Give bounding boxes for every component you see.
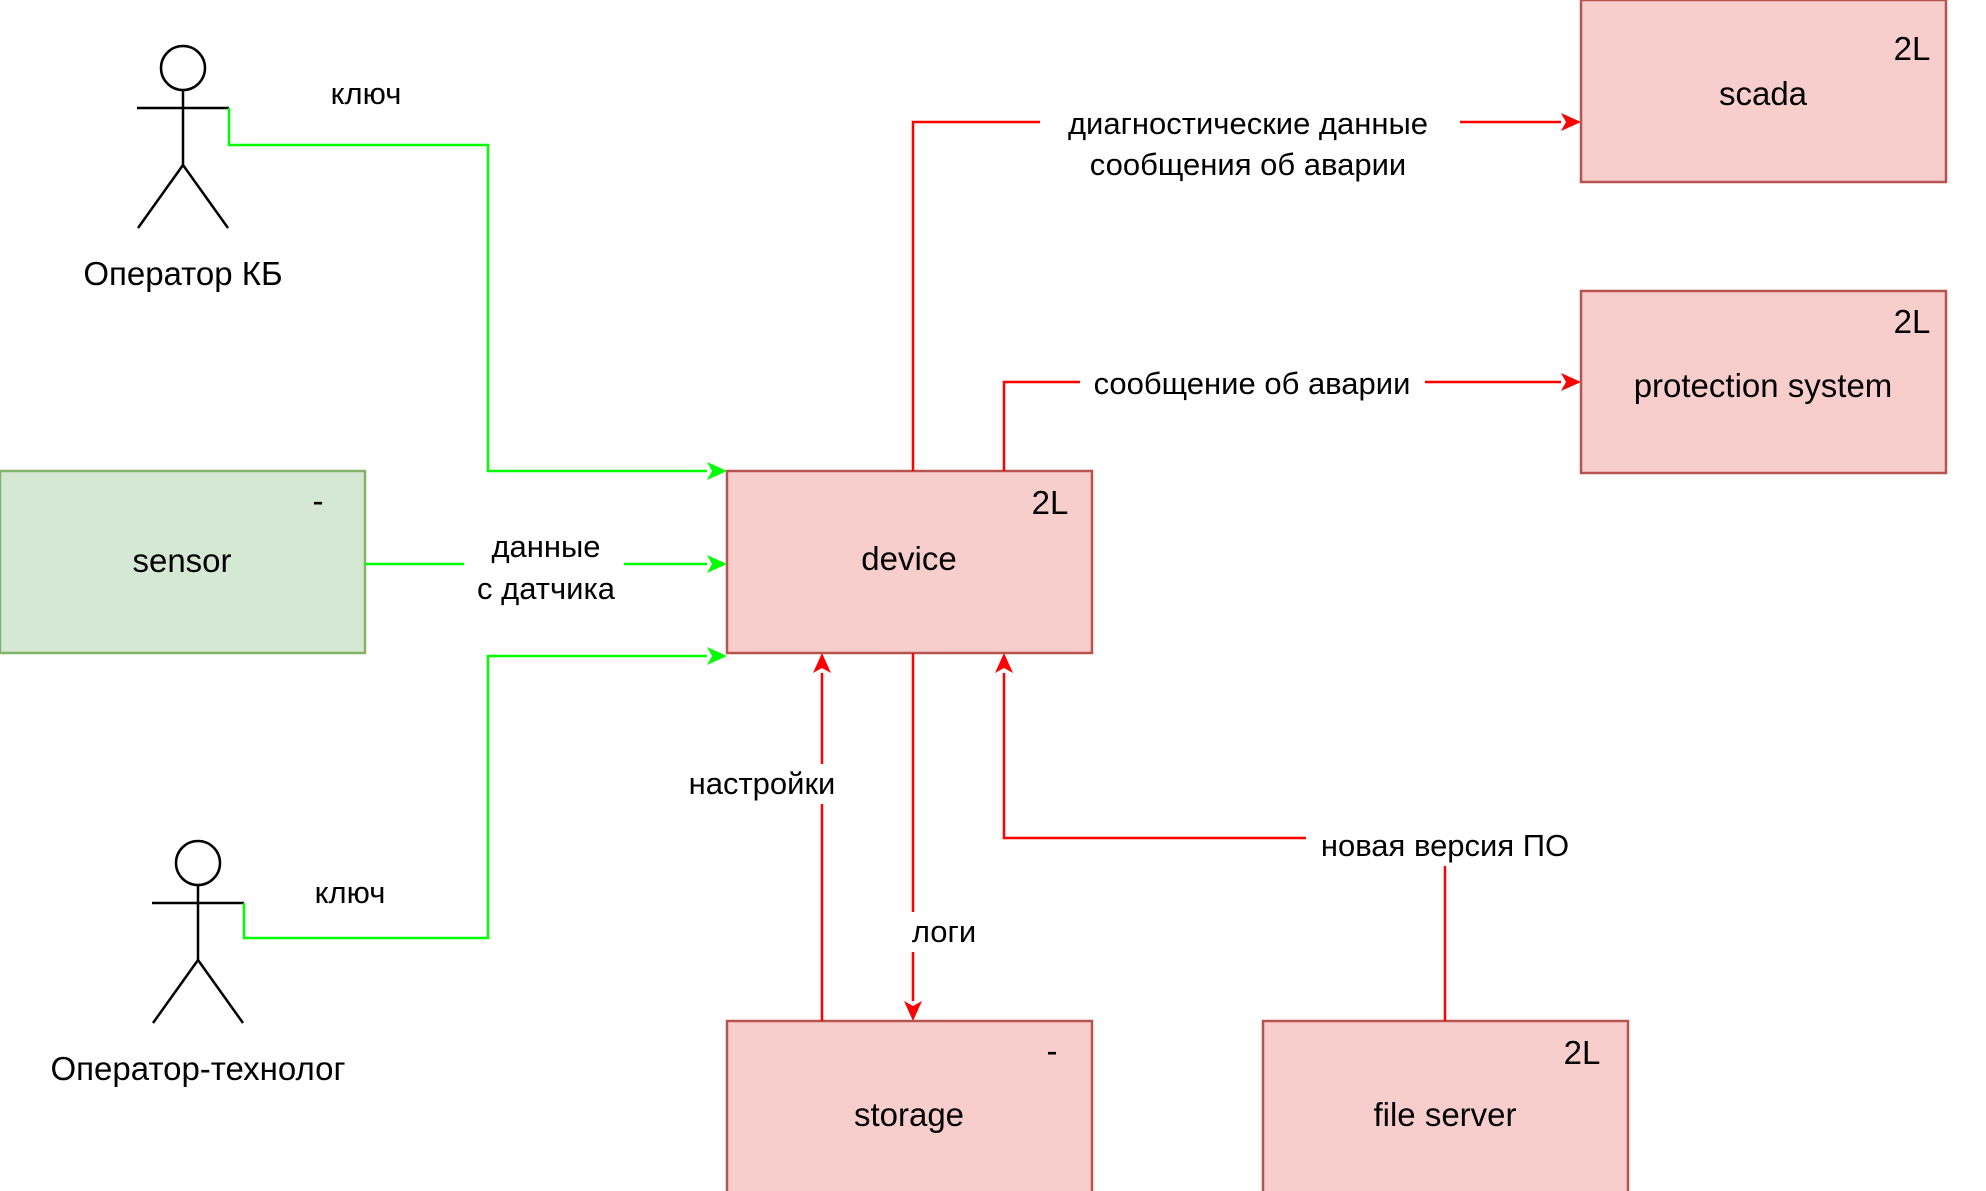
device-level: 2L xyxy=(1032,484,1069,521)
protection-system-box[interactable]: protection system 2L xyxy=(1579,289,1948,475)
protection-system-level: 2L xyxy=(1894,303,1931,340)
edge-key-kb-arrowhead xyxy=(707,462,727,480)
operator-kb-left-leg xyxy=(136,164,185,229)
edge-sensor-data-label-line1: данные xyxy=(491,529,600,564)
sensor-name: sensor xyxy=(132,542,231,579)
sensor-box[interactable]: sensor - xyxy=(0,469,367,655)
edge-storage-settings xyxy=(813,653,831,1021)
edge-key-tech xyxy=(242,647,727,940)
sensor-level: - xyxy=(313,482,324,519)
edge-storage-settings-arrowhead xyxy=(813,653,831,673)
operator-tech-actor[interactable] xyxy=(151,839,245,1024)
edge-device-logs xyxy=(904,653,922,1021)
edge-sensor-data-label-line2: с датчика xyxy=(477,571,616,606)
edge-device-protection-label: сообщение об аварии xyxy=(1094,366,1411,401)
edge-storage-settings-label: настройки xyxy=(689,766,836,801)
file-server-level: 2L xyxy=(1564,1034,1601,1071)
edge-device-scada-arrowhead xyxy=(1561,113,1581,131)
scada-box[interactable]: scada 2L xyxy=(1579,0,1948,184)
storage-level: - xyxy=(1047,1032,1058,1069)
edge-device-logs-arrowhead xyxy=(904,1001,922,1021)
scada-level: 2L xyxy=(1894,30,1931,67)
file-server-name: file server xyxy=(1373,1096,1516,1133)
operator-tech-left-leg xyxy=(151,959,200,1024)
file-server-box[interactable]: file server 2L xyxy=(1261,1019,1630,1191)
operator-kb-right-leg xyxy=(181,164,230,229)
edge-key-tech-label: ключ xyxy=(315,875,386,910)
edge-key-tech-arrowhead xyxy=(707,647,727,665)
edge-key-kb xyxy=(227,108,727,480)
storage-box[interactable]: storage - xyxy=(725,1019,1094,1191)
edge-key-kb-label: ключ xyxy=(331,76,402,111)
edge-fileserver-new-version xyxy=(995,653,1447,1021)
device-name: device xyxy=(861,540,956,577)
operator-tech-label: Оператор-технолог xyxy=(50,1050,345,1087)
scada-name: scada xyxy=(1719,75,1808,112)
edge-fileserver-new-version-label: новая версия ПО xyxy=(1321,828,1569,863)
operator-tech-head xyxy=(174,839,222,887)
operator-kb-head xyxy=(159,44,207,92)
edge-device-scada-label-line2: сообщения об аварии xyxy=(1090,147,1406,182)
edge-sensor-data-arrowhead xyxy=(707,555,727,573)
operator-kb-label: Оператор КБ xyxy=(83,255,282,292)
device-box[interactable]: device 2L xyxy=(725,469,1094,655)
protection-system-name: protection system xyxy=(1634,367,1893,404)
storage-name: storage xyxy=(854,1096,964,1133)
edge-device-protection-arrowhead xyxy=(1561,373,1581,391)
edge-device-scada-label-line1: диагностические данные xyxy=(1068,106,1428,141)
operator-tech-right-leg xyxy=(196,959,245,1024)
edge-device-logs-label: логи xyxy=(912,914,976,949)
edge-fileserver-new-version-arrowhead xyxy=(995,653,1013,673)
operator-kb-actor[interactable] xyxy=(136,44,230,229)
